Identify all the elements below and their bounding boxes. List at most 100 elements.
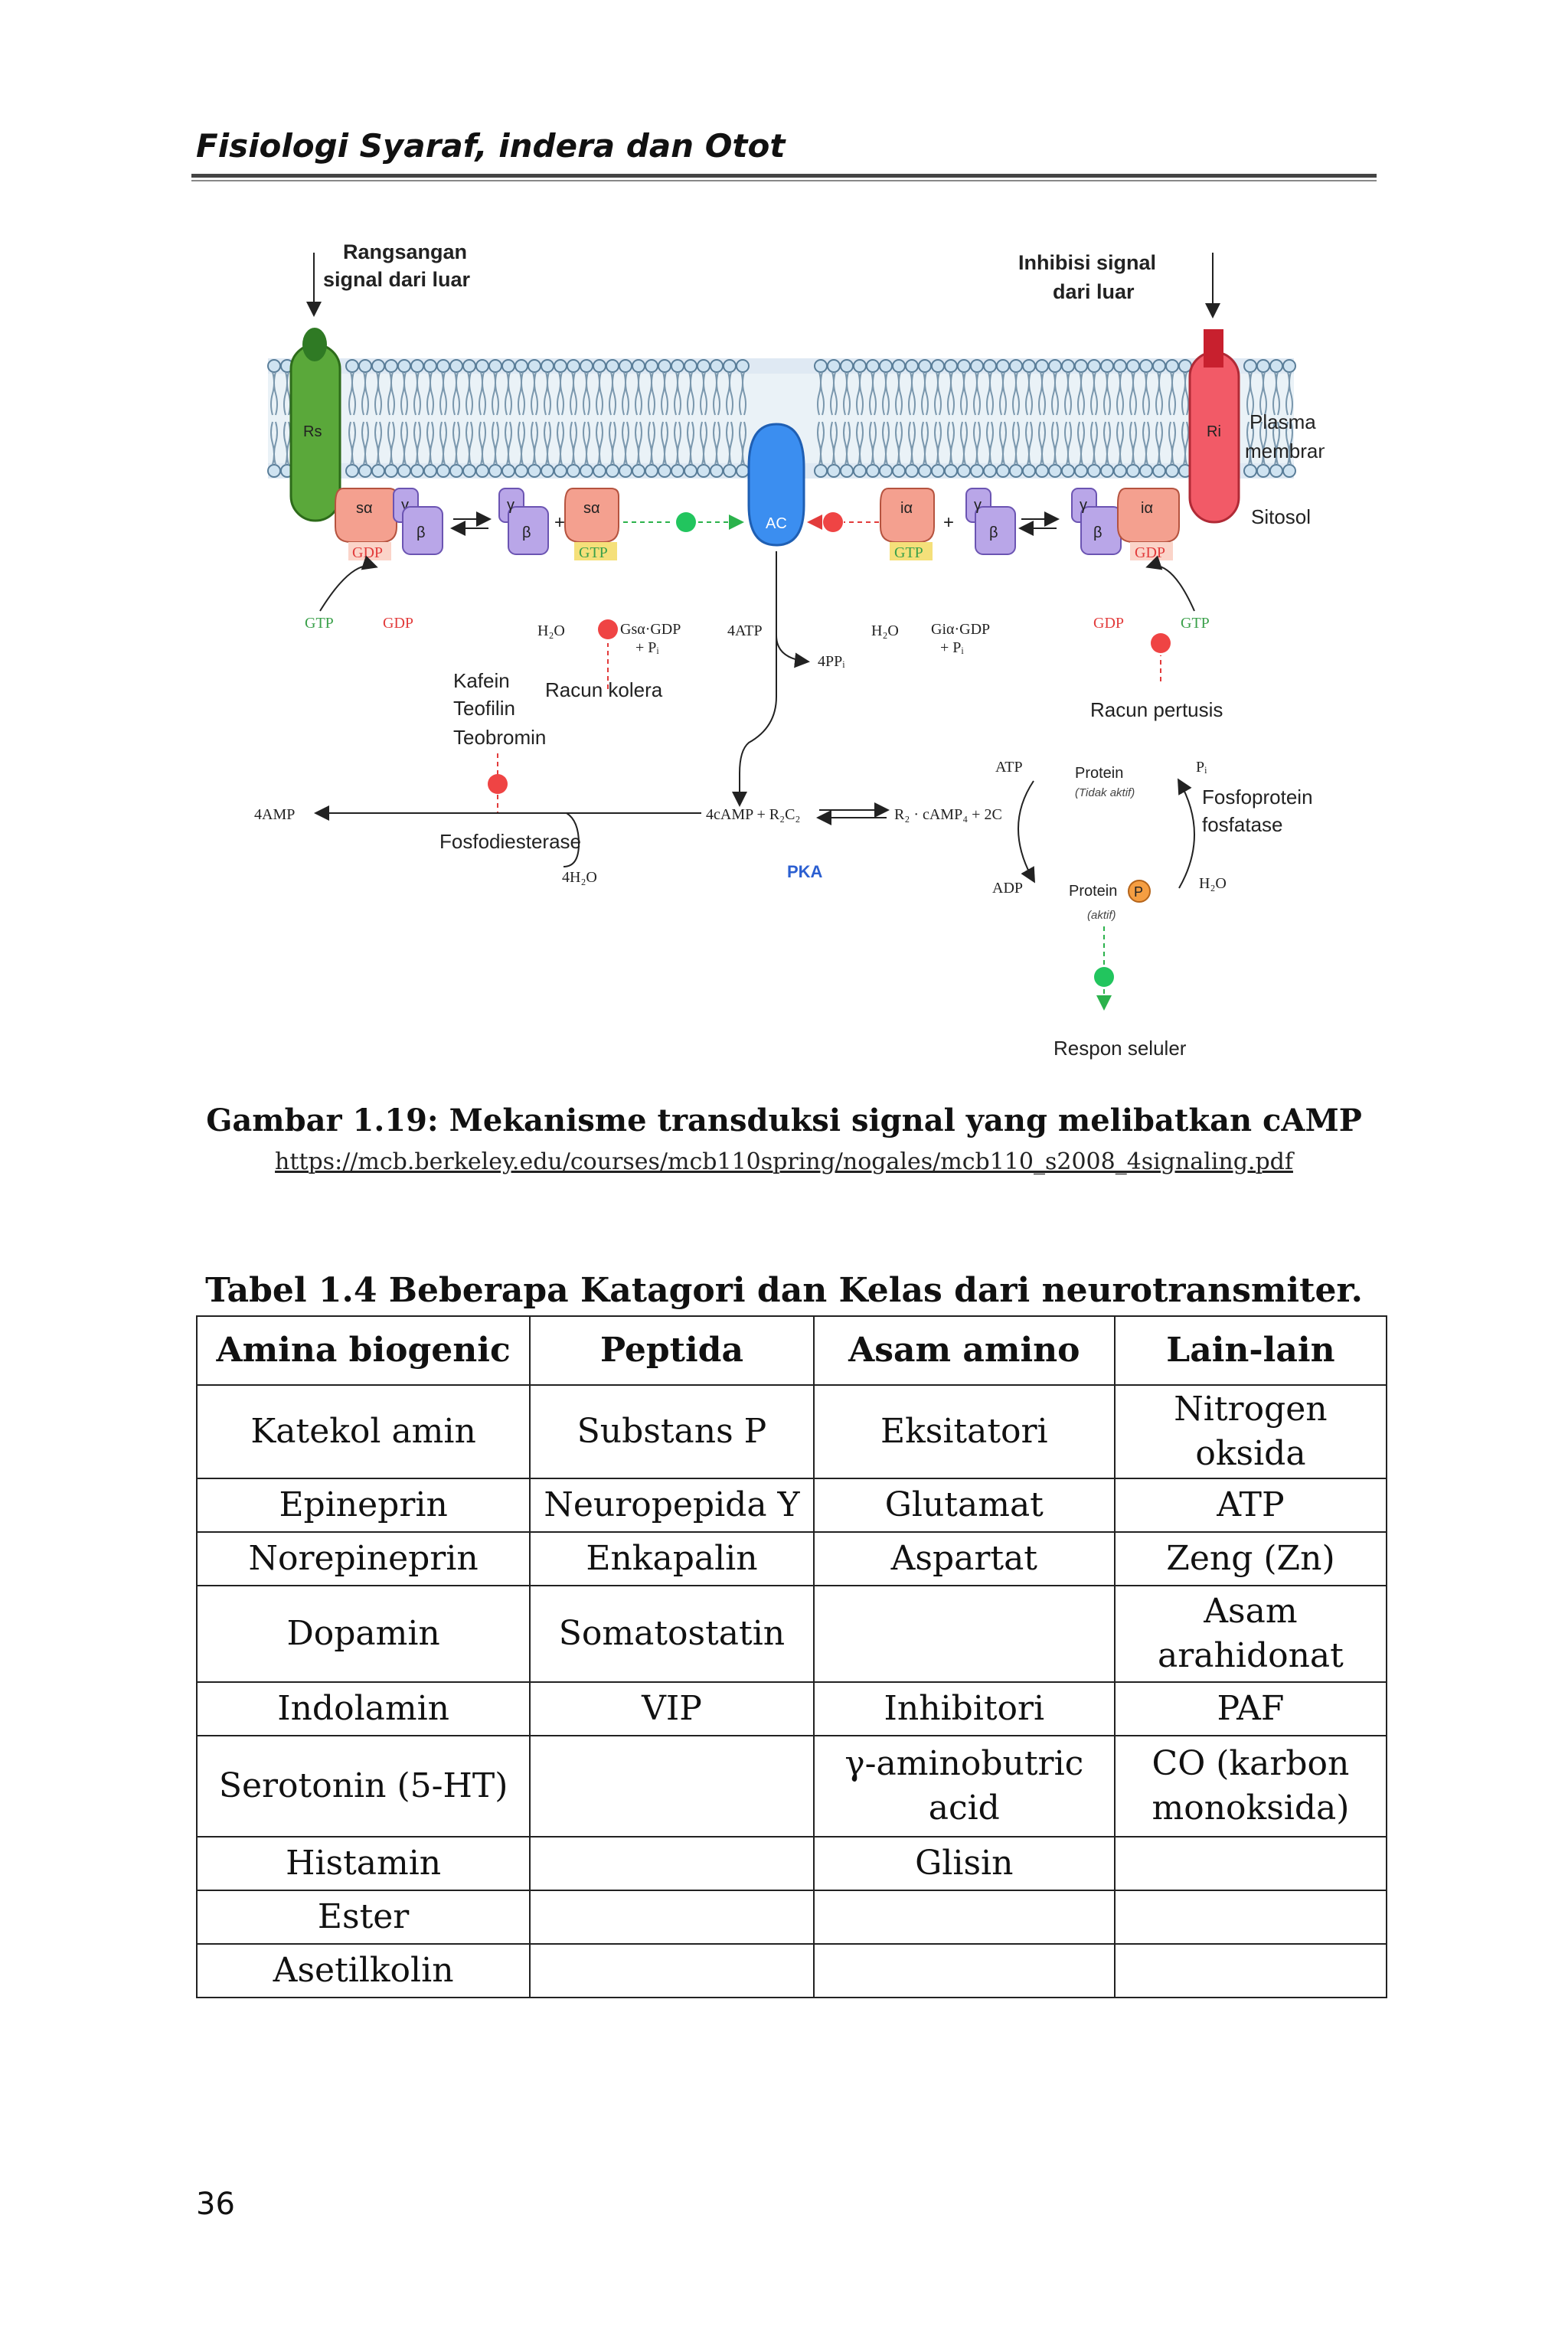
table-cell: Asetilkolin [195,1943,531,1998]
teobromin-label: Teobromin [453,726,546,749]
camp-signal-diagram: Rangsangan signal dari luar Inhibisi sig… [254,240,1325,1060]
gi-beta-gamma: γ β [965,488,1016,555]
table-cell: Indolamin [195,1681,531,1736]
gdp-out-right: GDP [1093,615,1124,632]
table-cell [1113,1943,1388,1998]
figure-caption: Gambar 1.19: Mekanisme transduksi signal… [206,1102,1362,1138]
i-alpha-label: iα [1141,500,1153,517]
gamma-label-2: γ [507,497,514,514]
amp4-label: 4AMP [254,806,295,823]
atp4-label: 4ATP [727,622,763,639]
table-header-row: Amina biogenic Peptida Asam amino Lain-l… [195,1315,1388,1386]
table-cell: Glisin [812,1836,1116,1891]
gi-gdp-label: GDP [1135,544,1165,561]
pka-label: PKA [787,862,823,881]
gamma-label: γ [401,497,409,514]
beta-label-3: β [989,524,998,541]
ac-label: AC [766,515,787,532]
camp-reaction-label: 4cAMP + R₂C₂ [706,806,800,823]
gi-exchange-arrow [1145,555,1195,612]
col-header-lain: Lain-lain [1113,1315,1388,1386]
pi-out-label: Pᵢ [1196,759,1207,776]
table-cell: Katekol amin [195,1384,531,1479]
table-cell: CO (karbon monoksida) [1113,1735,1388,1838]
table-cell: Inhibitori [812,1681,1116,1736]
col-header-peptida: Peptida [529,1315,815,1386]
gtp-exchange-arrow [319,555,378,612]
phosphatase-arc [1178,778,1195,889]
ri-receptor: Ri [1188,329,1240,524]
gia-gdp-label: Giα·GDP [931,621,990,638]
response-label: Respon seluler [1054,1037,1187,1060]
i-alpha-active-label: iα [900,500,913,517]
h2o4-label: 4H₂O [562,869,597,886]
protein-active-label: Protein [1069,883,1117,900]
table-title: Tabel 1.4 Beberapa Katagori dan Kelas da… [205,1271,1363,1310]
pi-left: + Pᵢ [635,639,659,656]
gs-protein-inactive: sα GDP γ β [335,488,443,561]
response-dot [1094,967,1114,987]
table-cell: PAF [1113,1681,1388,1736]
table-cell: ATP [1113,1478,1388,1533]
camp-product-label: R₂ · cAMP₄ + 2C [894,806,1002,823]
protein-inactive-label: Protein [1075,765,1123,782]
figure-source-link[interactable]: https://mcb.berkeley.edu/courses/mcb110s… [275,1148,1293,1175]
adenylate-cyclase: AC [747,423,805,547]
gtp-bound-label: GTP [579,544,608,561]
h2o-left: H₂O [537,622,565,639]
table-cell: VIP [529,1681,815,1736]
table-cell: Glutamat [812,1478,1116,1533]
gamma-label-4: γ [1080,497,1087,514]
table-cell [1113,1890,1388,1945]
table-cell [529,1890,815,1945]
table-cell [529,1943,815,1998]
table-cell: Eksitatori [812,1384,1116,1479]
inhibition-dot [823,512,843,532]
table-cell: Substans P [529,1384,815,1479]
cholera-block-dot [598,619,618,639]
table-cell: Histamin [195,1836,531,1891]
inhibition-label-1: Inhibisi signal [1018,251,1156,274]
beta-label: β [416,524,426,541]
plus-left: + [554,512,565,533]
pde-water-arrow [563,812,580,867]
neurotransmitter-table: Amina biogenic Peptida Asam amino Lain-l… [195,1315,1388,1998]
protein-active-note: (aktif) [1087,909,1116,922]
table-cell: Somatostatin [529,1585,815,1683]
gdp-out-left: GDP [383,615,413,632]
table-cell [1113,1836,1388,1891]
pde-label: Fosfodiesterase [439,830,581,853]
table-cell: Epineprin [195,1478,531,1533]
gi-alpha-active: iα GTP [880,488,935,561]
table-cell [529,1836,815,1891]
ri-label: Ri [1207,423,1221,440]
activation-dot [676,512,696,532]
table-cell [529,1735,815,1838]
col-header-amina: Amina biogenic [195,1315,531,1386]
h2o-out-label: H₂O [1199,875,1227,892]
gs-beta-gamma: γ β [498,488,549,555]
atp-label: ATP [995,759,1023,776]
gsa-gdp-label: Gsα·GDP [620,621,681,638]
stimulus-label-2: signal dari luar [323,268,471,291]
page-number: 36 [196,2187,235,2222]
plus-right: + [943,512,954,533]
table-cell: Serotonin (5-HT) [195,1735,531,1838]
table-cell [812,1890,1116,1945]
gtp-in-left: GTP [305,615,334,632]
rs-label: Rs [303,423,322,440]
gtp-in-right: GTP [1181,615,1210,632]
table-cell: Neuropepida Y [529,1478,815,1533]
table-row: Asetilkolin [195,1943,1388,1998]
adp-label: ADP [992,880,1023,897]
s-alpha-label: sα [356,500,373,517]
camp-produced-arrow [732,635,778,807]
phosphatase-label-2: fosfatase [1202,813,1283,836]
header-rule-thin [191,180,1377,181]
gi-protein-inactive: γ β iα GDP [1071,488,1180,561]
